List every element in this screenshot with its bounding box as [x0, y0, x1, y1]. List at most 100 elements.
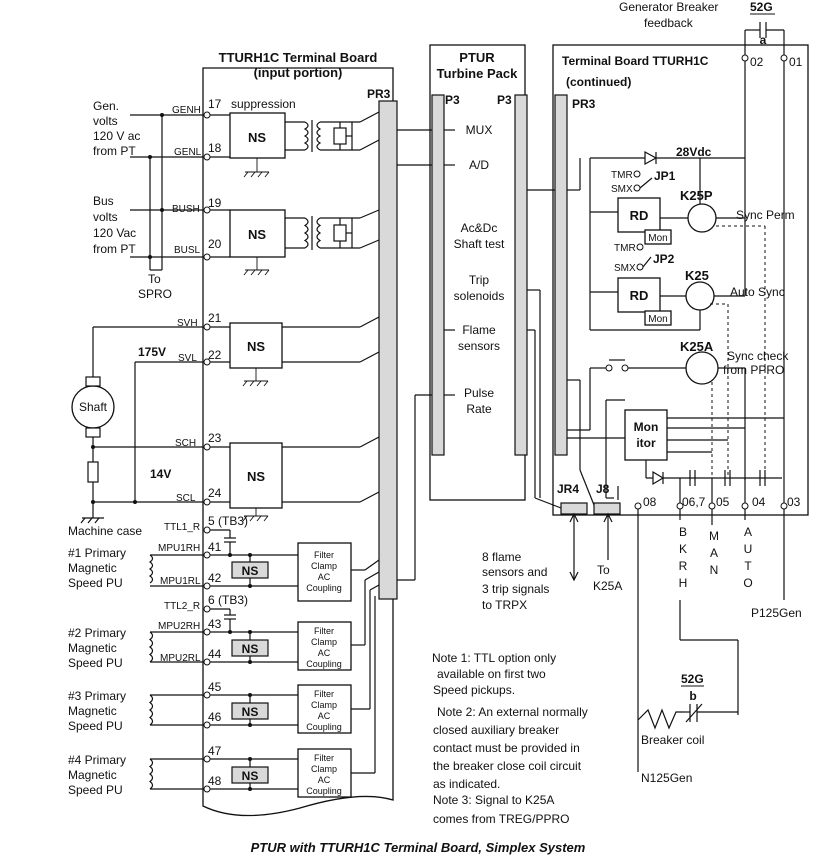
flame-trip-3: 3 trip signals: [482, 582, 549, 596]
note2-l1: Note 2: An external normally: [437, 705, 588, 719]
note2-l2: closed auxiliary breaker: [433, 723, 559, 737]
pack-mux: MUX: [466, 123, 493, 137]
pack-internal-taps: [444, 129, 455, 396]
t18: 18: [208, 141, 222, 155]
jp1-label: JP1: [654, 169, 676, 183]
shaft-wiring: [80, 326, 204, 524]
pu-row-1: NS Filter Clamp AC Coupling: [231, 542, 352, 602]
monitor-label-2: itor: [636, 436, 656, 450]
p125gen-label: P125Gen: [751, 606, 802, 620]
auto-t: T: [744, 559, 752, 573]
sync-check-1: Sync check: [727, 349, 789, 363]
pu1-line2: Magnetic: [68, 561, 117, 575]
t20: 20: [208, 237, 222, 251]
ns-sc-group: NS: [229, 442, 283, 509]
dashed-mechanical-links: [710, 225, 766, 475]
right-board-title-2: (continued): [566, 75, 631, 89]
pu-row-4: NS Filter Clamp AC Coupling: [231, 748, 352, 798]
monitor-wiring: [567, 368, 784, 498]
pu-row-3: NS Filter Clamp AC Coupling: [231, 684, 352, 734]
right-board-title-1: Terminal Board TTURH1C: [562, 54, 709, 68]
breaker-coil-label: Breaker coil: [641, 733, 704, 747]
right-pr3-connector: [554, 94, 568, 456]
sig-genh: GENH: [172, 105, 201, 116]
ns-sc: NS: [247, 469, 265, 484]
auto-a: A: [744, 525, 752, 539]
v175-label: 175V: [138, 345, 166, 359]
pu4-line1: #4 Primary: [68, 753, 126, 767]
terminal-08: [634, 502, 642, 510]
bus-volts-1: Bus: [93, 194, 114, 208]
pack-p3-left-connector: [431, 94, 445, 456]
bkrh-k: K: [679, 542, 687, 556]
terminal-02-label: 02: [750, 55, 764, 69]
pack-p3-right-connector: [514, 94, 528, 456]
filter4-l4: Coupling: [306, 786, 342, 796]
figure-caption: PTUR with TTURH1C Terminal Board, Simple…: [251, 840, 586, 855]
jp2-label: JP2: [653, 252, 675, 266]
filter2-l4: Coupling: [306, 659, 342, 669]
note1-l1: Note 1: TTL option only: [432, 651, 556, 665]
notes: Note 1: TTL option only available on fir…: [432, 651, 588, 826]
terminal-02: [741, 54, 749, 62]
pu2-line3: Speed PU: [68, 656, 123, 670]
rc-suppressors: [689, 470, 766, 486]
t19: 19: [208, 196, 222, 210]
shaft-label: Shaft: [79, 400, 108, 414]
terminal-08-label: 08: [643, 495, 657, 509]
t43: 43: [208, 617, 222, 631]
terminal-04: [741, 502, 749, 510]
pu2-line2: Magnetic: [68, 641, 117, 655]
to-k25a-2: K25A: [593, 579, 622, 593]
gen-volts-2: volts: [93, 114, 118, 128]
t22: 22: [208, 348, 222, 362]
t42: 42: [208, 571, 222, 585]
machine-case-label: Machine case: [68, 524, 142, 538]
filter2-l3: AC: [318, 648, 331, 658]
t46: 46: [208, 710, 222, 724]
pack-p3-left-label: P3: [445, 93, 460, 107]
man-m: M: [709, 529, 719, 543]
to-spro-1: To: [148, 272, 161, 286]
inter-board-cables: [397, 129, 595, 581]
flame-trip-2: sensors and: [482, 565, 547, 579]
flame-trip-4: to TRPX: [482, 598, 527, 612]
terminal-04-label: 04: [752, 495, 766, 509]
jp1-smx: SMX: [611, 184, 633, 195]
pack-trip-2: solenoids: [454, 289, 505, 303]
bkrh-h: H: [679, 576, 688, 590]
sig-mpu2rh: MPU2RH: [158, 621, 200, 632]
ns-pu2: NS: [242, 642, 259, 656]
sig-ttl1r: TTL1_R: [164, 522, 200, 533]
jp2-tmr: TMR: [614, 243, 636, 254]
rd-2-label: RD: [630, 288, 649, 303]
to-k25a-1: To: [597, 563, 610, 577]
ns-pu4: NS: [242, 769, 259, 783]
man-n: N: [710, 563, 719, 577]
filter4-l3: AC: [318, 775, 331, 785]
speed-pickup-2: #2 Primary Magnetic Speed PU: [68, 626, 204, 670]
sig-mpu1rl: MPU1RL: [160, 576, 201, 587]
pack-title-2: Turbine Pack: [437, 66, 518, 81]
jp2-smx: SMX: [614, 263, 636, 274]
pu4-line3: Speed PU: [68, 783, 123, 797]
sync-perm-label: Sync Perm: [736, 208, 795, 222]
pack-trip-1: Trip: [469, 273, 490, 287]
t45: 45: [208, 680, 222, 694]
sync-check-2: from PPRO: [723, 363, 784, 377]
pu4-line2: Magnetic: [68, 768, 117, 782]
note3-l2: comes from TREG/PPRO: [433, 812, 569, 826]
pack-flame-1: Flame: [462, 323, 496, 337]
to-spro-2: SPRO: [138, 287, 172, 301]
rd-relay-1: [617, 197, 661, 233]
ttl-capacitors: [210, 529, 236, 632]
contact-b-label: b: [689, 689, 696, 703]
pack-pulse-1: Pulse: [464, 386, 494, 400]
t44: 44: [208, 647, 222, 661]
gen-bus-transformers: [210, 111, 380, 258]
ns-pu1: NS: [242, 564, 259, 578]
terminal-01: [780, 54, 788, 62]
contact-52g-top: 52G: [750, 0, 773, 14]
filter3-l1: Filter: [314, 689, 334, 699]
